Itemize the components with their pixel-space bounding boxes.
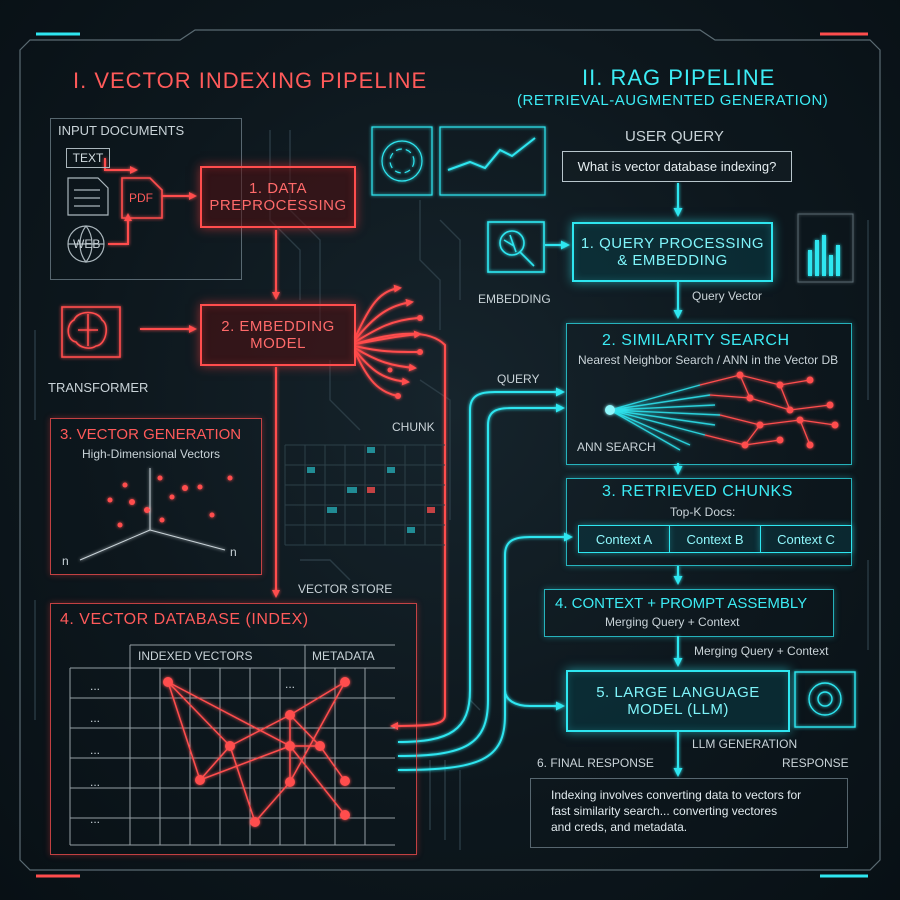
similarity-search-panel <box>566 323 852 465</box>
user-query-label: USER QUERY <box>625 128 724 145</box>
data-preprocessing-line1: 1. DATA <box>249 180 307 197</box>
user-query-input[interactable]: What is vector database indexing? <box>562 151 792 182</box>
transformer-icon <box>61 306 121 358</box>
chunk-cells-red <box>367 487 435 513</box>
frame-accents <box>36 32 868 878</box>
embedding-label: EMBEDDING <box>478 292 551 306</box>
vector-generation-panel <box>50 418 262 575</box>
retrieved-chunks-panel <box>566 478 852 566</box>
similarity-search-subtitle: Nearest Neighbor Search / ANN in the Vec… <box>578 353 839 367</box>
data-preprocessing-line2: PREPROCESSING <box>209 197 347 214</box>
vector-store-label: VECTOR STORE <box>298 582 393 596</box>
llm-step: 5. LARGE LANGUAGE MODEL (LLM) <box>566 670 790 732</box>
ann-search-fan <box>605 371 839 451</box>
query-processing-line2: & EMBEDDING <box>617 252 728 269</box>
ann-search-label: ANN SEARCH <box>577 440 656 454</box>
indexed-vectors-header: INDEXED VECTORS <box>138 649 253 663</box>
chunk-label: CHUNK <box>392 420 435 434</box>
vector-database-title: 4. VECTOR DATABASE (INDEX) <box>60 611 309 628</box>
web-document-badge: WEB <box>73 237 101 251</box>
vector-db-grid <box>69 644 395 846</box>
pdf-icon <box>121 177 163 219</box>
llm-generation-label: LLM GENERATION <box>692 737 798 751</box>
indexing-title: I. VECTOR INDEXING PIPELINE <box>73 68 428 93</box>
context-b-chip: Context B <box>669 525 761 553</box>
embedding-model-line1: 2. EMBEDDING <box>221 318 335 335</box>
text-document-badge: TEXT <box>66 148 110 168</box>
vector-scatter <box>79 468 233 561</box>
embedding-model-line2: MODEL <box>250 335 306 352</box>
similarity-search-title: 2. SIMILARITY SEARCH <box>602 332 790 349</box>
embedding-model-step: 2. EMBEDDING MODEL <box>200 304 356 366</box>
metadata-header: METADATA <box>312 649 375 663</box>
row-ellipsis: ... <box>90 679 101 693</box>
rag-title: II. RAG PIPELINE <box>582 65 776 90</box>
transformer-label: TRANSFORMER <box>48 380 149 395</box>
query-processing-line1: 1. QUERY PROCESSING <box>580 235 765 252</box>
prompt-assembly-panel <box>544 589 834 637</box>
text-file-icon <box>67 177 109 216</box>
final-response-label: 6. FINAL RESPONSE <box>537 756 654 770</box>
metadata-ellipsis: ... <box>285 677 296 691</box>
monitor-widget <box>371 126 546 196</box>
query-processing-step: 1. QUERY PROCESSING & EMBEDDING <box>572 222 773 282</box>
vector-database-panel <box>50 603 417 855</box>
llm-line1: 5. LARGE LANGUAGE <box>596 684 760 701</box>
llm-widget <box>794 671 856 728</box>
web-icon <box>67 225 105 263</box>
response-line-2: fast similarity search... converting vec… <box>551 804 778 818</box>
data-preprocessing-step: 1. DATA PREPROCESSING <box>200 166 356 228</box>
query-label: QUERY <box>497 372 540 386</box>
topk-label: Top-K Docs: <box>670 505 736 519</box>
indexing-connectors <box>104 158 446 730</box>
row-ellipsis: ... <box>90 812 101 826</box>
pdf-document-badge: PDF <box>129 191 153 205</box>
row-ellipsis: ... <box>90 743 101 757</box>
vector-generation-subtitle: High-Dimensional Vectors <box>82 447 221 461</box>
input-documents-label: INPUT DOCUMENTS <box>58 123 185 138</box>
chunk-grid <box>284 444 445 546</box>
merging-label: Merging Query + Context <box>694 644 829 658</box>
context-a-chip: Context A <box>578 525 670 553</box>
response-label: RESPONSE <box>782 756 849 770</box>
axis-label-n-right: n <box>230 545 237 559</box>
context-c-chip: Context C <box>760 525 852 553</box>
bar-chart-widget <box>797 213 854 283</box>
frame-border <box>19 29 881 871</box>
indexing-connector-dots <box>387 315 423 399</box>
row-ellipsis: ... <box>90 775 101 789</box>
prompt-assembly-title: 4. CONTEXT + PROMPT ASSEMBLY <box>555 595 808 612</box>
axis-label-n-left: n <box>62 554 69 568</box>
response-line-1: Indexing involves converting data to vec… <box>551 788 802 802</box>
llm-line2: MODEL (LLM) <box>627 701 729 718</box>
chunk-cells <box>307 447 415 533</box>
retrieved-chunks-title: 3. RETRIEVED CHUNKS <box>602 483 793 500</box>
final-response-panel <box>530 778 848 848</box>
vector-db-network <box>163 677 350 827</box>
response-line-3: and creds, and metadata. <box>551 820 688 834</box>
query-vector-label: Query Vector <box>692 289 763 303</box>
rag-subtitle: (RETRIEVAL-AUGMENTED GENERATION) <box>517 92 829 109</box>
embedding-icon <box>487 221 545 273</box>
row-ellipsis: ... <box>90 711 101 725</box>
prompt-assembly-subtitle: Merging Query + Context <box>605 615 740 629</box>
vector-generation-title: 3. VECTOR GENERATION <box>60 426 242 443</box>
